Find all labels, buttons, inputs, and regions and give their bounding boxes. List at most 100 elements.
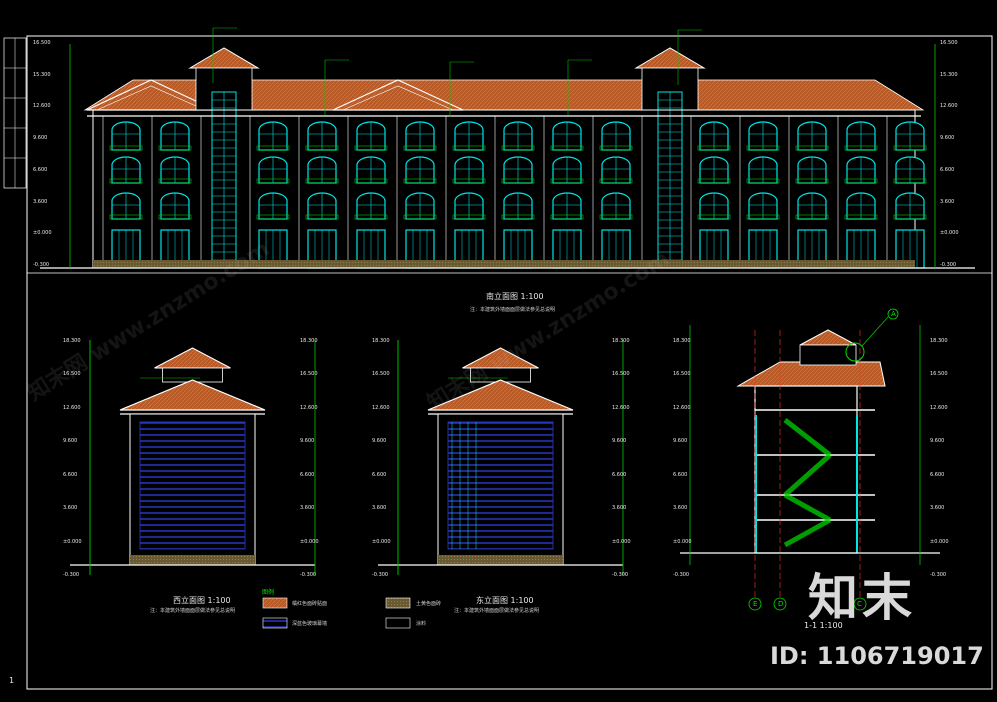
level-label: 3.600 xyxy=(63,505,78,512)
balcony-rail xyxy=(305,214,339,220)
axis-bubble xyxy=(853,597,867,611)
balcony-rail xyxy=(697,145,731,151)
balcony-rail xyxy=(893,145,927,151)
west-elevation-title: 西立面图 1:100 xyxy=(173,596,231,605)
balcony-rail xyxy=(697,178,731,184)
level-label: 12.600 xyxy=(612,404,630,411)
level-label: 9.600 xyxy=(673,438,688,445)
balcony-rail xyxy=(403,178,437,184)
level-label: 9.600 xyxy=(612,438,627,445)
balcony-rail xyxy=(893,214,927,220)
balcony-rail xyxy=(158,145,192,151)
balcony-rail xyxy=(795,145,829,151)
level-label: 6.600 xyxy=(940,166,955,173)
curtain-wall xyxy=(447,421,554,550)
level-label: 9.600 xyxy=(940,135,955,142)
detail-circle xyxy=(845,342,865,362)
section-1-1 xyxy=(680,308,940,611)
level-label: 3.600 xyxy=(33,198,48,205)
balcony-rail xyxy=(256,145,290,151)
level-label: -0.300 xyxy=(930,572,947,578)
level-label: 12.600 xyxy=(372,404,390,411)
level-label: ±0.000 xyxy=(673,538,692,545)
balcony-rail xyxy=(795,214,829,220)
balcony-rail xyxy=(746,214,780,220)
plinth xyxy=(93,260,915,268)
balcony-rail xyxy=(452,178,486,184)
main-roof xyxy=(427,379,574,411)
level-label: 9.600 xyxy=(63,438,78,445)
level-label: 16.500 xyxy=(612,371,630,378)
main-roof xyxy=(119,379,266,411)
level-label: -0.300 xyxy=(300,572,317,578)
west-elevation-note: 注：本建筑外墙面面层做法参见总说明 xyxy=(150,608,236,614)
plinth xyxy=(438,555,563,565)
detail-leader xyxy=(861,316,889,347)
level-label: ±0.000 xyxy=(63,538,82,545)
balcony-rail xyxy=(109,178,143,184)
legend-item-2: 土黄色面砖 xyxy=(416,601,442,607)
axis-bubble-c: C xyxy=(857,600,862,608)
balcony-rail xyxy=(550,178,584,184)
balcony-rail xyxy=(795,178,829,184)
balcony-rail xyxy=(354,214,388,220)
level-label: -0.300 xyxy=(63,572,80,578)
balcony-rail xyxy=(403,214,437,220)
balcony-rail xyxy=(599,214,633,220)
stair-flight xyxy=(783,517,832,548)
level-label: 12.600 xyxy=(940,103,958,110)
section-roof xyxy=(736,361,886,387)
tower-roof xyxy=(188,47,260,69)
level-label: 16.500 xyxy=(63,371,81,378)
balcony-rail xyxy=(305,178,339,184)
legend-swatch xyxy=(385,617,411,629)
level-label: -0.300 xyxy=(372,572,389,578)
balcony-rail xyxy=(501,145,535,151)
level-label: 3.600 xyxy=(372,505,387,512)
level-label: 3.600 xyxy=(612,505,627,512)
balcony-rail xyxy=(697,214,731,220)
balcony-rail xyxy=(158,214,192,220)
level-label: ±0.000 xyxy=(940,230,959,237)
section-top-roof xyxy=(799,329,857,346)
balcony-rail xyxy=(256,214,290,220)
level-label: 9.600 xyxy=(930,438,945,445)
sheet-number: 1 xyxy=(9,676,15,685)
balcony-rail xyxy=(599,145,633,151)
level-label: -0.300 xyxy=(673,572,690,578)
balcony-rail xyxy=(746,145,780,151)
level-label: 6.600 xyxy=(63,471,78,478)
stair-flight xyxy=(783,453,832,497)
brand-watermark: 知末 xyxy=(808,569,916,627)
section-top-room xyxy=(799,344,857,366)
level-label: 9.600 xyxy=(33,135,48,142)
south-elevation xyxy=(40,27,975,269)
legend-graphic xyxy=(262,597,411,629)
level-label: 15.300 xyxy=(33,71,51,78)
section-walls xyxy=(754,385,858,554)
balcony-rail xyxy=(844,145,878,151)
level-label: 3.600 xyxy=(930,505,945,512)
south-elevation-title: 南立面图 1:100 xyxy=(486,292,544,301)
detail-marker-label: A xyxy=(891,310,896,318)
legend-item-4: 涂料 xyxy=(416,621,427,627)
level-label: 6.600 xyxy=(372,471,387,478)
axis-bubble-d: D xyxy=(778,600,784,608)
axis-bubble-e: E xyxy=(753,600,758,608)
level-label: ±0.000 xyxy=(612,538,631,545)
level-label: 18.300 xyxy=(930,338,948,344)
balcony-rail xyxy=(599,178,633,184)
level-label: 6.600 xyxy=(612,471,627,478)
level-label: ±0.000 xyxy=(33,230,52,237)
level-label: ±0.000 xyxy=(300,538,319,545)
level-label: 16.500 xyxy=(930,371,948,378)
level-label: 18.300 xyxy=(673,338,691,344)
level-label: 16.500 xyxy=(372,371,390,378)
level-label: 16.500 xyxy=(673,371,691,378)
level-label: 15.300 xyxy=(940,71,958,78)
balcony-rail xyxy=(109,214,143,220)
level-label: 16.500 xyxy=(33,40,51,46)
level-label: 6.600 xyxy=(930,471,945,478)
tower-roof xyxy=(634,47,706,69)
